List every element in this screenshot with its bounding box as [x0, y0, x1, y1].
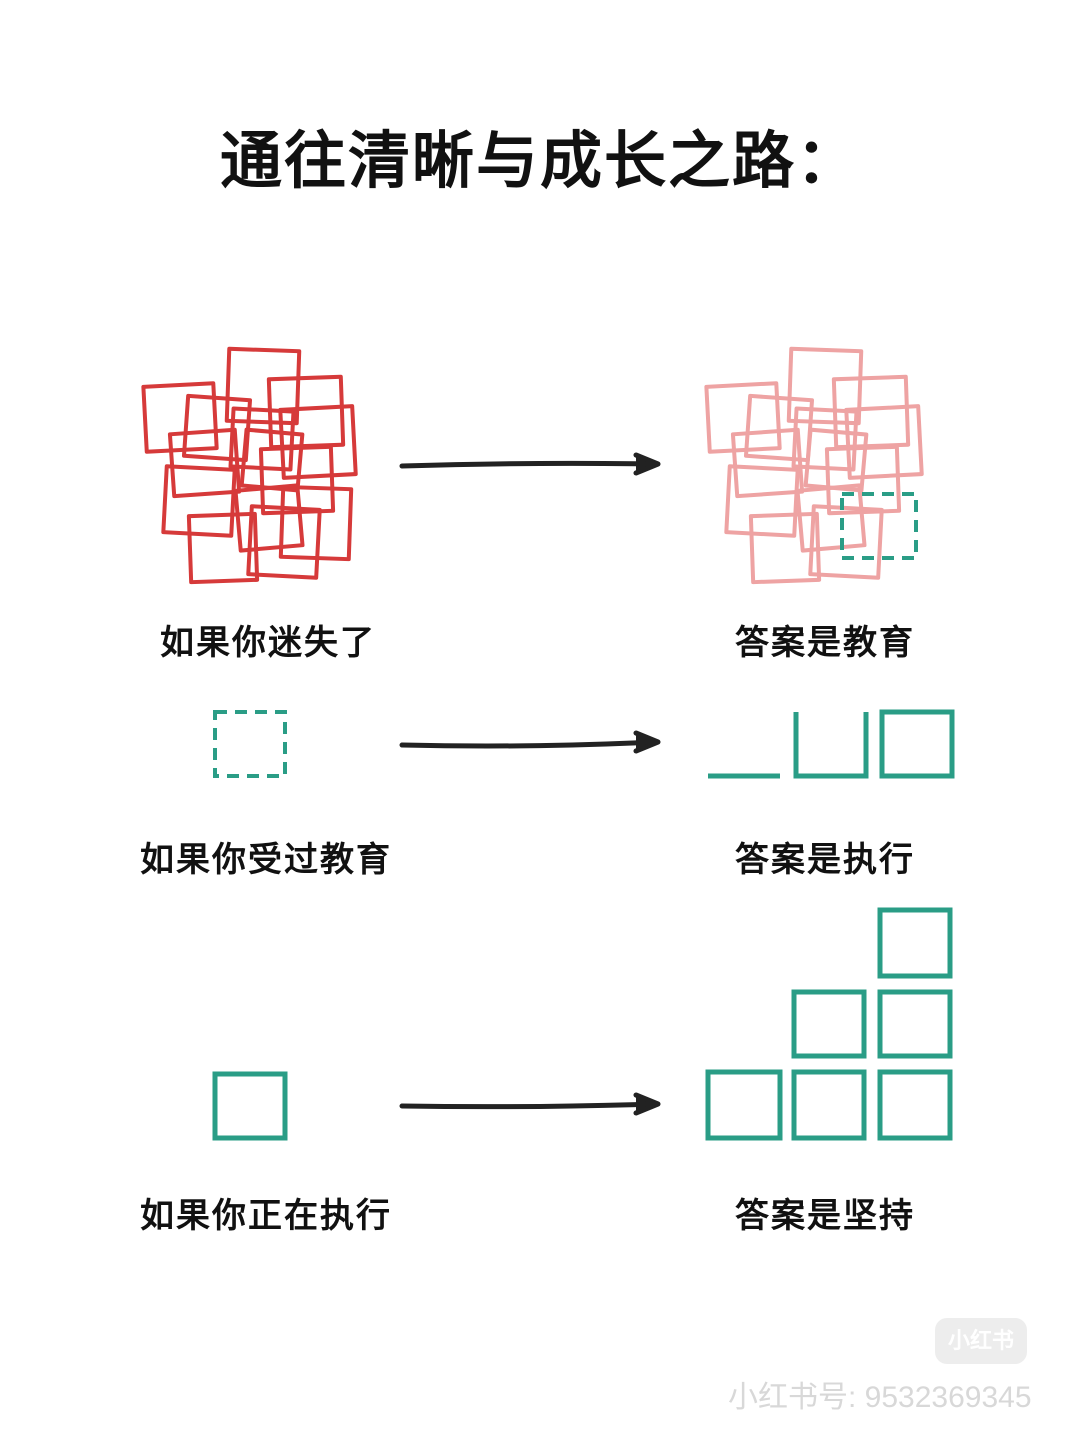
- solid-square-start: [212, 1071, 288, 1141]
- label-educated: 如果你受过教育: [140, 840, 392, 880]
- watermark-logo: 小红书: [935, 1318, 1027, 1364]
- tangled-red-squares: [141, 346, 358, 585]
- label-answer-execution: 答案是执行: [735, 840, 915, 880]
- dashed-teal-square: [840, 492, 918, 560]
- arrow-row-1: [399, 452, 661, 476]
- staircase-squares: [705, 907, 953, 1141]
- dashed-square-potential: [213, 710, 287, 778]
- label-answer-persistence: 答案是坚持: [735, 1196, 915, 1236]
- page-title: 通往清晰与成长之路：: [219, 124, 860, 197]
- arrow-row-2: [399, 730, 661, 754]
- watermark-id: 小红书号: 9532369345: [728, 1381, 1032, 1414]
- building-squares: [708, 709, 955, 779]
- label-lost: 如果你迷失了: [160, 623, 376, 663]
- label-executing: 如果你正在执行: [140, 1196, 392, 1236]
- arrow-row-3: [399, 1092, 661, 1116]
- label-answer-education: 答案是教育: [735, 623, 915, 663]
- faded-pink-squares: [704, 346, 924, 585]
